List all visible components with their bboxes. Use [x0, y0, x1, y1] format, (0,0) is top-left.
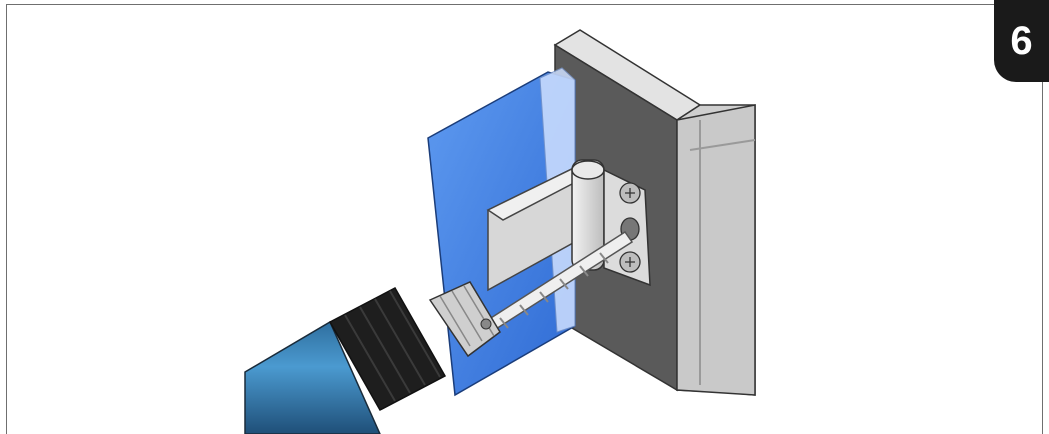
drill-chuck	[428, 281, 501, 358]
glass-hinge	[486, 159, 651, 292]
wall-block	[553, 29, 756, 396]
drill-body	[244, 320, 381, 434]
wall-side-face-right	[676, 104, 756, 396]
drill-grip-ring	[328, 286, 447, 412]
step-number-badge: 6	[994, 0, 1049, 82]
power-drill	[244, 281, 501, 434]
mounting-screw-icon	[619, 182, 641, 273]
step-frame	[6, 4, 1043, 434]
